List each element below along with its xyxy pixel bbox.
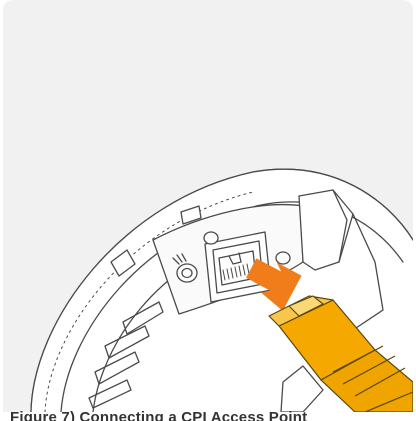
illustration-panel	[3, 0, 413, 412]
boss-2	[276, 252, 290, 264]
figure-caption: Figure 7) Connecting a CPI Access Point	[10, 409, 307, 421]
boss	[204, 232, 218, 244]
access-point-illustration	[3, 0, 413, 412]
